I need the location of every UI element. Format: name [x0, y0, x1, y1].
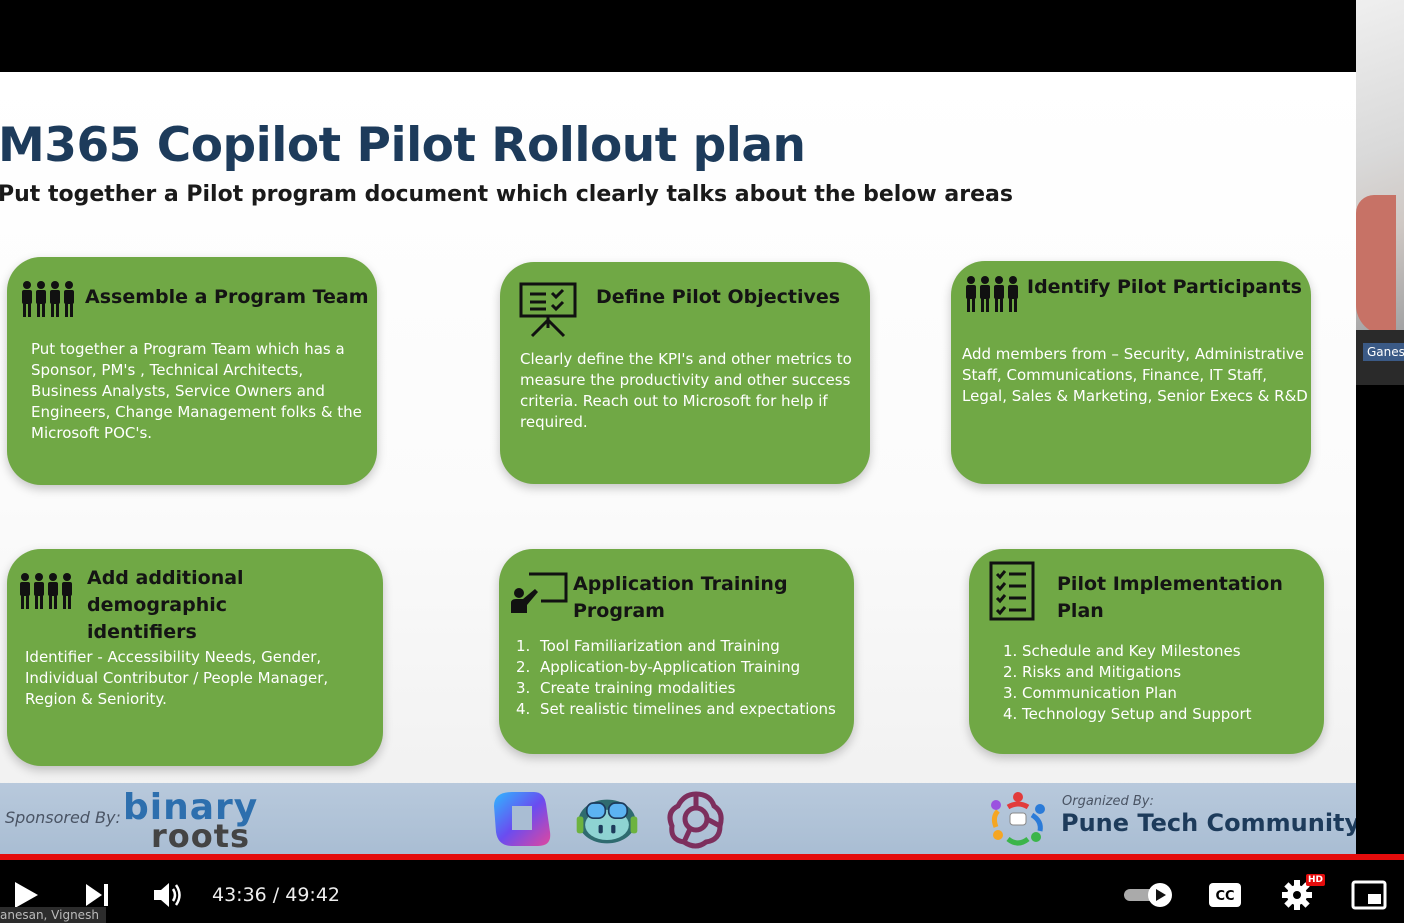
- speaker-webcam: [1356, 0, 1404, 385]
- card-identify-pilot-participants: Identify Pilot Participants Add members …: [951, 261, 1311, 484]
- card-body: Put together a Program Team which has a …: [31, 340, 362, 442]
- svg-text:CC: CC: [1215, 889, 1234, 904]
- card-title: Define Pilot Objectives: [596, 286, 841, 308]
- people-group-icon: [22, 281, 74, 317]
- presenter-name-tag: anesan, Vignesh: [0, 907, 106, 923]
- list-item: 4.Technology Setup and Support: [1003, 705, 1252, 723]
- openai-logo-icon: [667, 791, 724, 849]
- list-item: 3.Communication Plan: [1003, 684, 1177, 702]
- card-title-line1: Add additional demographic: [87, 567, 244, 616]
- list-item: 2.Risks and Mitigations: [1003, 663, 1182, 681]
- presentation-slide: M365 Copilot Pilot Rollout plan Put toge…: [0, 72, 1356, 855]
- list-item: 4.Set realistic timelines and expectatio…: [516, 700, 836, 718]
- list-item: 3.Create training modalities: [516, 679, 736, 697]
- people-group-icon: [966, 276, 1018, 312]
- presentation-board-icon: [519, 282, 577, 338]
- implementation-list: 1.Schedule and Key Milestones 2.Risks an…: [1003, 641, 1252, 725]
- next-icon[interactable]: [84, 882, 110, 908]
- teacher-board-icon: [511, 572, 568, 613]
- organized-label: Organized By:: [1062, 794, 1154, 809]
- card-body: Add members from – Security, Administrat…: [962, 345, 1308, 405]
- training-list: 1.Tool Familiarization and Training 2.Ap…: [516, 636, 836, 720]
- card-body: Clearly define the KPI's and other metri…: [520, 350, 852, 431]
- hd-badge: HD: [1306, 874, 1326, 886]
- captions-icon[interactable]: CC: [1208, 882, 1242, 908]
- card-title: Pilot Implementation Plan: [1057, 573, 1283, 622]
- progress-bar[interactable]: [0, 854, 1404, 860]
- github-copilot-logo-icon: [576, 799, 638, 844]
- card-title: Assemble a Program Team: [85, 286, 369, 308]
- slide-subtitle: Put together a Pilot program document wh…: [0, 182, 1013, 207]
- autoplay-toggle[interactable]: [1122, 882, 1178, 908]
- community-name: Pune Tech Community: [1061, 809, 1356, 837]
- card-title: Add additional demographic identifiers: [87, 565, 383, 646]
- card-pilot-implementation-plan: Pilot Implementation Plan 1.Schedule and…: [969, 549, 1324, 754]
- time-display: 43:36 / 49:42: [212, 884, 341, 906]
- card-assemble-program-team: Assemble a Program Team Put together a P…: [7, 257, 377, 485]
- binary-roots-logo: binary roots: [123, 787, 259, 855]
- checklist-icon: [989, 561, 1035, 621]
- card-add-demographic-identifiers: Add additional demographic identifiers I…: [7, 549, 383, 766]
- sponsor-bar: Sponsored By: binary roots: [0, 783, 1356, 855]
- player-controls: 43:36 / 49:42 CC: [0, 860, 1404, 923]
- duration: 49:42: [285, 884, 341, 906]
- card-body: Identifier - Accessibility Needs, Gender…: [25, 648, 329, 708]
- list-item: 2.Application-by-Application Training: [516, 658, 801, 676]
- card-title: Identify Pilot Participants: [1027, 276, 1302, 298]
- card-application-training-program: Application Training Program 1.Tool Fami…: [499, 549, 854, 754]
- pune-tech-community-logo: [991, 792, 1045, 846]
- volume-icon[interactable]: [152, 881, 184, 909]
- people-group-icon: [20, 573, 72, 609]
- settings-icon[interactable]: [1281, 879, 1313, 911]
- play-icon[interactable]: [12, 880, 40, 910]
- video-player[interactable]: M365 Copilot Pilot Rollout plan Put toge…: [0, 0, 1404, 855]
- card-define-pilot-objectives: Define Pilot Objectives Clearly define t…: [500, 262, 870, 484]
- current-time: 43:36: [212, 884, 267, 906]
- miniplayer-icon[interactable]: [1351, 880, 1387, 910]
- webcam-name-tag: Ganes: [1363, 343, 1404, 361]
- copilot-logo-icon: [494, 792, 551, 846]
- list-item: 1.Tool Familiarization and Training: [516, 637, 780, 655]
- list-item: 1.Schedule and Key Milestones: [1003, 642, 1241, 660]
- card-title: Application Training Program: [573, 573, 788, 622]
- sponsored-label: Sponsored By:: [5, 808, 121, 827]
- slide-title: M365 Copilot Pilot Rollout plan: [0, 118, 806, 173]
- card-title-line2: identifiers: [87, 621, 197, 643]
